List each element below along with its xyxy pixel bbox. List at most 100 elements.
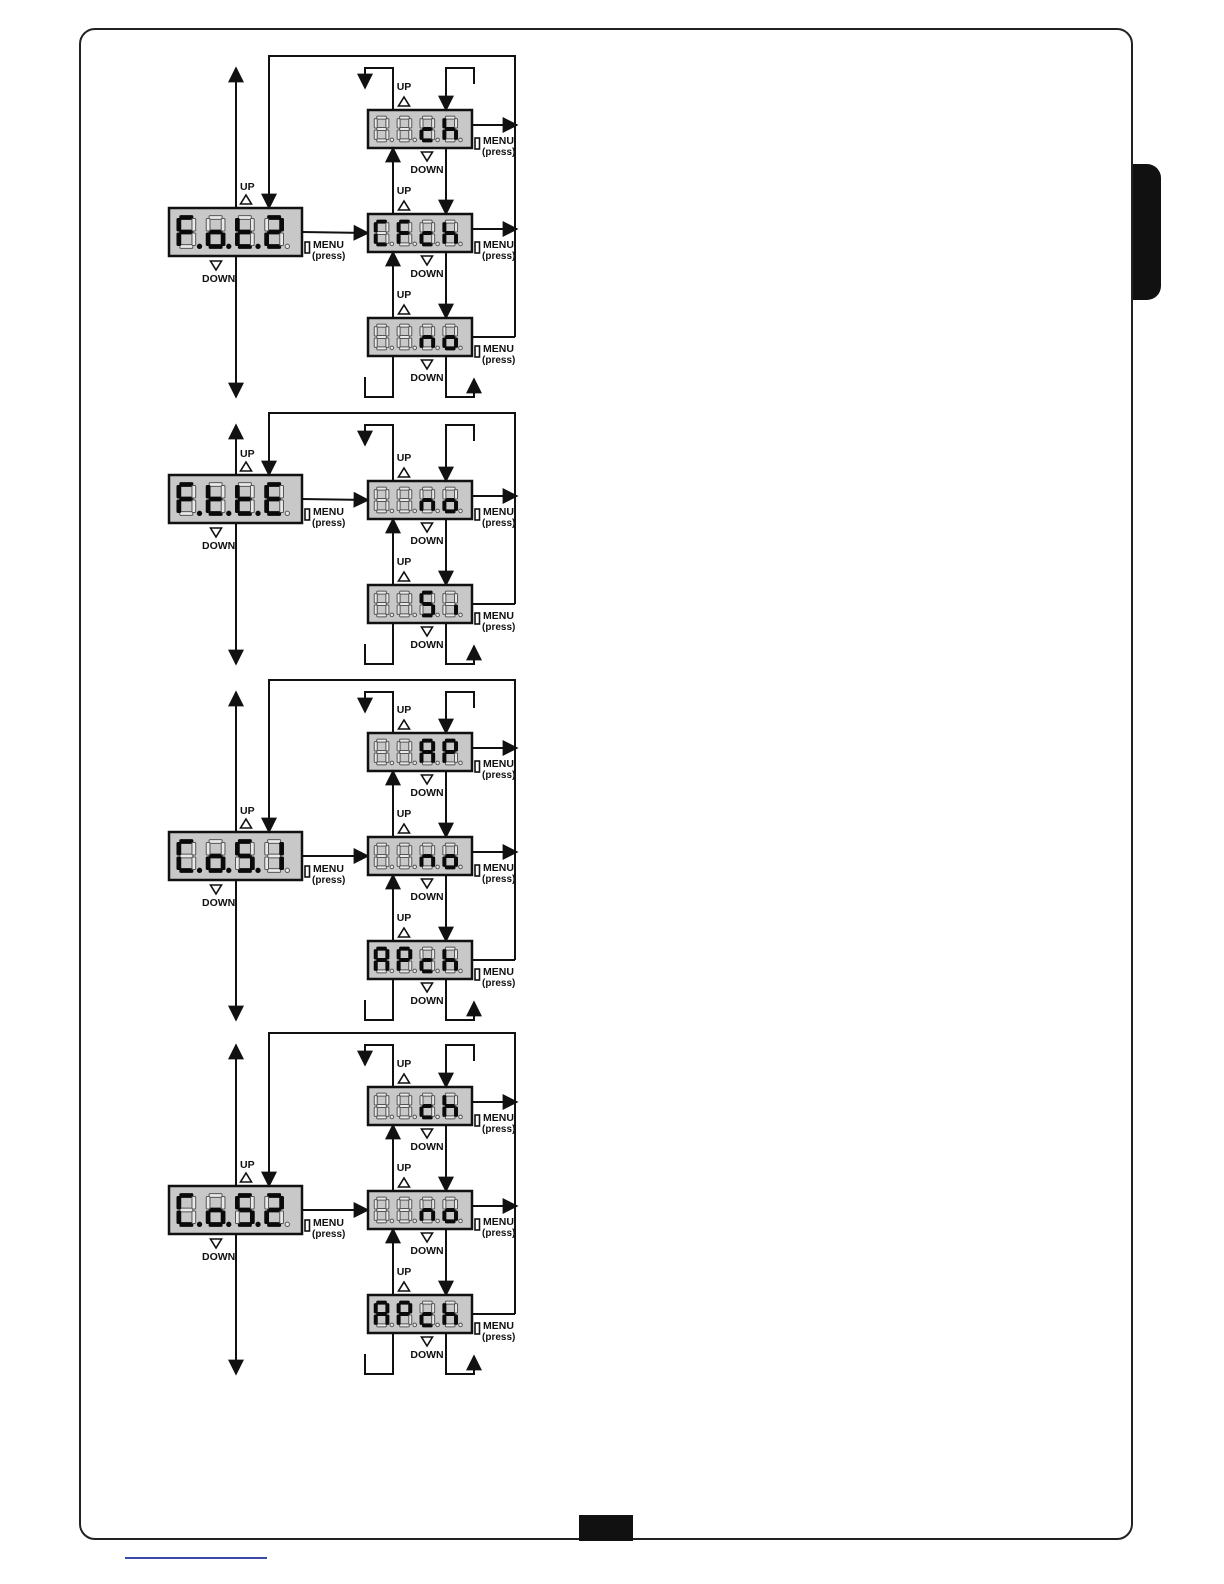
decimal-point	[412, 968, 418, 974]
up-triangle-icon	[239, 460, 253, 472]
return-loop	[261, 55, 516, 337]
decimal-point	[412, 864, 418, 870]
menu-label: MENU	[313, 863, 344, 875]
menu-button-icon	[474, 345, 481, 358]
decimal-point	[435, 1114, 440, 1120]
up-triangle-icon	[397, 303, 411, 315]
decimal-point	[412, 1218, 418, 1224]
decimal-point	[389, 864, 395, 870]
seven-segment-digit	[396, 1092, 413, 1120]
wrap-up-arrow	[357, 67, 394, 110]
seven-segment-digit	[176, 482, 197, 516]
seven-segment-digit	[264, 839, 284, 873]
wrap-up-arrow	[357, 424, 394, 481]
press-label: (press)	[482, 251, 515, 262]
up-triangle-icon	[397, 926, 411, 938]
decimal-point	[196, 1221, 203, 1227]
up-label: UP	[397, 1266, 412, 1278]
wrap-bottom-right	[445, 356, 482, 398]
decimal-point	[255, 867, 261, 873]
seven-segment-digit	[205, 839, 226, 873]
up-triangle-icon	[239, 817, 253, 829]
menu-button-icon	[304, 865, 311, 878]
wrap-up-arrow	[357, 691, 394, 733]
seven-segment-digit	[442, 1300, 459, 1328]
wrap-down-arrow	[438, 1044, 475, 1089]
down-triangle-icon	[420, 151, 434, 163]
decimal-point	[226, 510, 232, 516]
decimal-point	[389, 612, 395, 618]
menu-button-icon	[474, 864, 481, 877]
up-label: UP	[397, 185, 412, 197]
wrap-bottom-right	[445, 979, 482, 1021]
down-label: DOWN	[410, 995, 443, 1007]
press-label: (press)	[482, 622, 515, 633]
main-display	[167, 206, 304, 258]
wrap-bottom-right	[445, 623, 482, 665]
seven-segment-digit	[442, 115, 459, 143]
decimal-point	[412, 1322, 418, 1328]
seven-segment-digit	[419, 1196, 436, 1224]
decimal-point	[389, 508, 395, 514]
menu-button-icon	[304, 1219, 311, 1232]
up-triangle-icon	[397, 822, 411, 834]
down-triangle-icon	[420, 626, 434, 638]
seven-segment-digit	[176, 215, 197, 249]
decimal-point	[458, 137, 463, 143]
menu-button-icon	[474, 968, 481, 981]
menu-label: MENU	[483, 610, 514, 622]
down-triangle-icon	[420, 1336, 434, 1348]
decimal-point	[435, 864, 440, 870]
press-label: (press)	[312, 251, 345, 262]
down-label: DOWN	[410, 372, 443, 384]
decimal-point	[458, 1114, 463, 1120]
seven-segment-digit	[205, 1193, 226, 1227]
seven-segment-digit	[205, 482, 226, 516]
seven-segment-digit	[396, 590, 413, 618]
return-loop	[261, 1032, 516, 1314]
decimal-point	[389, 241, 395, 247]
menu-label: MENU	[313, 506, 344, 518]
down-triangle-icon	[420, 1232, 434, 1244]
decimal-point	[458, 1322, 463, 1328]
option-display-ch	[366, 108, 474, 150]
decimal-point	[196, 867, 203, 873]
page-number-box	[579, 1515, 633, 1541]
decimal-point	[255, 243, 261, 249]
up-label: UP	[240, 1159, 255, 1171]
menu-label: MENU	[483, 239, 514, 251]
press-label: (press)	[482, 518, 515, 529]
seven-segment-digit	[442, 946, 459, 974]
seven-segment-digit	[373, 946, 390, 974]
wrap-up-arrow	[357, 1044, 394, 1087]
down-label: DOWN	[410, 639, 443, 651]
down-triangle-icon	[420, 359, 434, 371]
up-triangle-icon	[397, 199, 411, 211]
menu-button-icon	[474, 137, 481, 150]
menu-button-icon	[474, 1218, 481, 1231]
seven-segment-digit	[264, 482, 284, 516]
seven-segment-digit	[442, 219, 459, 247]
press-label: (press)	[482, 1124, 515, 1135]
decimal-point	[284, 243, 290, 249]
decimal-point	[255, 1221, 261, 1227]
menu-button-icon	[474, 1114, 481, 1127]
seven-segment-digit	[373, 219, 390, 247]
menu-button-icon	[474, 241, 481, 254]
decimal-point	[412, 345, 418, 351]
press-label: (press)	[312, 1229, 345, 1240]
decimal-point	[226, 243, 232, 249]
up-label: UP	[397, 808, 412, 820]
option-display-no	[366, 1189, 474, 1231]
down-label: DOWN	[410, 535, 443, 547]
decimal-point	[412, 508, 418, 514]
seven-segment-digit	[396, 842, 413, 870]
seven-segment-digit	[442, 590, 459, 618]
option-display-no	[366, 479, 474, 521]
down-label: DOWN	[202, 897, 235, 909]
seven-segment-digit	[176, 1193, 197, 1227]
down-triangle-icon	[209, 527, 223, 539]
seven-segment-digit	[442, 1092, 459, 1120]
up-label: UP	[397, 1058, 412, 1070]
